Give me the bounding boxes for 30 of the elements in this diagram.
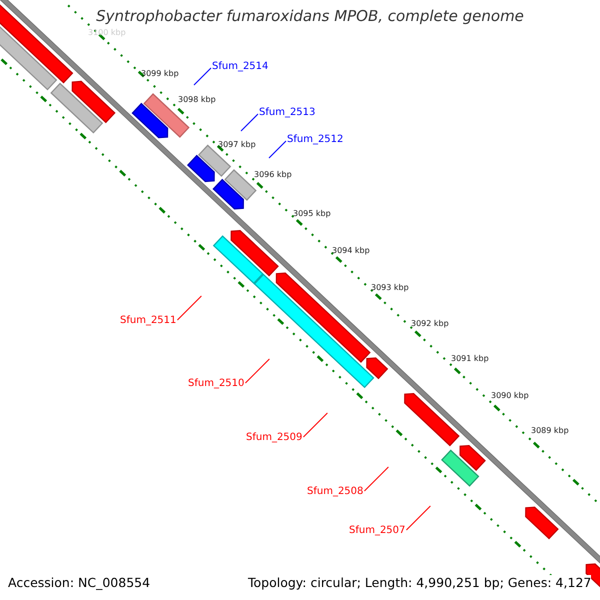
tick-label: 3093 kbp (371, 283, 409, 292)
gene-label: Sfum_2514 (212, 61, 268, 72)
accession-text: Accession: NC_008554 (8, 575, 150, 590)
gene-label: Sfum_2508 (307, 486, 364, 497)
tick-label: 3097 kbp (218, 140, 256, 149)
gene-label: Sfum_2507 (349, 525, 406, 536)
tick-label: 3090 kbp (491, 391, 529, 400)
gene-label: Sfum_2510 (188, 378, 244, 389)
leader-line (364, 466, 389, 492)
tick-label: 3094 kbp (332, 246, 370, 255)
leader-line (244, 358, 270, 384)
gene-label: Sfum_2509 (246, 432, 302, 443)
gene-label: Sfum_2512 (287, 134, 344, 145)
leader-line (302, 412, 328, 438)
gene-label: Sfum_2513 (259, 107, 316, 118)
gene-label: Sfum_2511 (120, 315, 176, 326)
leader-line (194, 68, 212, 86)
leader-line (240, 114, 258, 132)
tick-label: 3096 kbp (254, 170, 292, 179)
tick-label: 3092 kbp (411, 319, 449, 328)
tick-label: 3091 kbp (451, 354, 489, 363)
leader-line (176, 296, 202, 320)
tick-label: 3095 kbp (293, 209, 331, 218)
leader-line (406, 506, 431, 530)
tick-label: 3098 kbp (178, 95, 216, 104)
tick-label: 3099 kbp (141, 69, 179, 78)
leader-line (268, 140, 286, 158)
tick-label: 3089 kbp (531, 426, 569, 435)
genome-stats-text: Topology: circular; Length: 4,990,251 bp; Genes: 4,127 (248, 575, 592, 590)
title: Syntrophobacter fumaroxidans MPOB, complete genome (95, 7, 525, 25)
